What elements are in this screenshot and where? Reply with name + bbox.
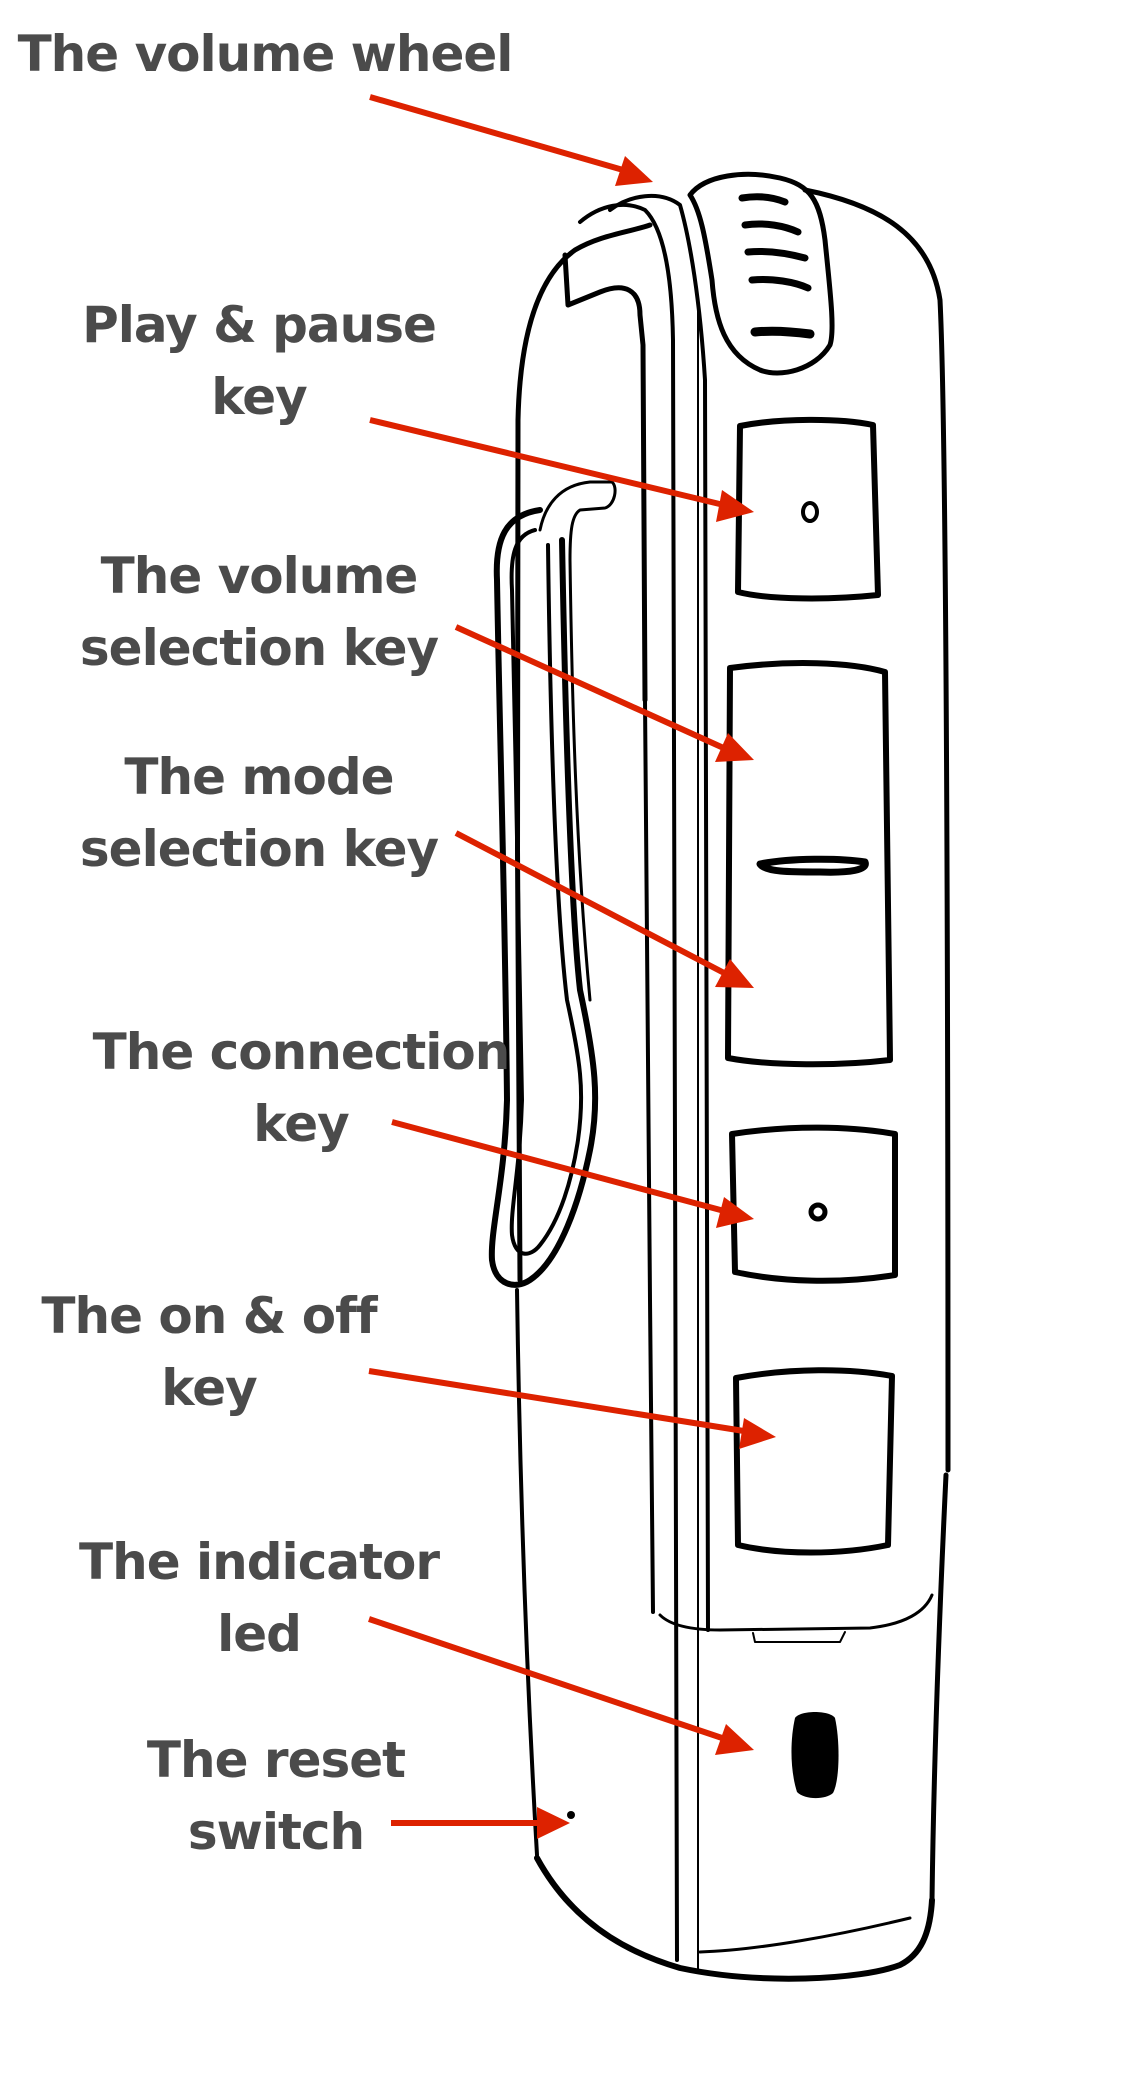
clip-hook xyxy=(538,480,617,1002)
panel-bottom-curve xyxy=(658,1593,934,1632)
label-line: The volume xyxy=(100,547,419,605)
volume-wheel xyxy=(687,171,835,376)
label-indicator-led: The indicator led xyxy=(79,1526,440,1670)
wheel-ridge-2 xyxy=(741,220,802,236)
mode-slot xyxy=(756,855,869,876)
arrow-indicator-led xyxy=(368,1616,754,1755)
label-line: selection key xyxy=(79,619,439,677)
label-volume-wheel: The volume wheel xyxy=(17,18,514,90)
belt-clip xyxy=(488,480,617,1288)
arrow-play-pause xyxy=(369,417,754,522)
panel-tab xyxy=(752,1631,846,1643)
clip-outer xyxy=(488,507,599,1288)
arrow-on-off xyxy=(368,1368,776,1449)
clip-inner xyxy=(509,528,584,1256)
label-line: Play & pause xyxy=(82,296,437,354)
label-line: key xyxy=(161,1359,257,1417)
wheel-ridge-4 xyxy=(748,276,812,292)
body-lower-right-edge xyxy=(929,1472,949,1903)
bottom-cover-line xyxy=(698,1916,912,1954)
arrow-connection xyxy=(391,1119,754,1228)
on-off-key-shape[interactable] xyxy=(733,1367,895,1556)
wheel-ridge-5 xyxy=(750,326,815,339)
clip-shoulder xyxy=(562,252,648,703)
label-volume-selection-key: The volume selection key xyxy=(79,540,439,684)
label-line: switch xyxy=(187,1803,365,1861)
play-pause-key-shape[interactable] xyxy=(735,416,881,602)
label-line: key xyxy=(253,1095,349,1153)
clip-back-line-2 xyxy=(578,202,679,1962)
arrow-mode-selection xyxy=(454,830,754,988)
label-line: selection key xyxy=(79,820,439,878)
label-line: The mode xyxy=(124,748,394,806)
arrow-volume-wheel xyxy=(369,94,653,186)
label-line: The indicator xyxy=(79,1533,440,1591)
arrow-reset-switch xyxy=(391,1807,570,1839)
label-line: The reset xyxy=(146,1731,406,1789)
body-left-edge xyxy=(514,222,653,1283)
label-line: The volume wheel xyxy=(17,25,514,83)
connection-dot xyxy=(808,1202,828,1222)
arrow-volume-selection xyxy=(454,624,754,762)
wheel-ridge-1 xyxy=(738,193,789,206)
connection-key-shape[interactable] xyxy=(729,1124,898,1284)
reset-switch-dot[interactable] xyxy=(567,1811,575,1819)
label-line: The on & off xyxy=(41,1287,377,1345)
wheel-ridge-3 xyxy=(744,248,809,262)
clip-back-line xyxy=(608,193,710,1632)
label-line: led xyxy=(217,1605,302,1663)
label-line: key xyxy=(211,368,307,426)
device-body xyxy=(514,187,951,1982)
body-bottom-edge xyxy=(534,1855,935,1982)
play-pause-dot xyxy=(801,501,819,523)
indicator-led-shape xyxy=(791,1712,839,1799)
label-connection-key: The connection key xyxy=(92,1016,511,1160)
label-reset-switch: The reset switch xyxy=(146,1724,406,1868)
volume-mode-key-shape[interactable] xyxy=(725,660,893,1068)
label-on-off-key: The on & off key xyxy=(41,1280,377,1424)
label-play-pause-key: Play & pause key xyxy=(82,289,437,433)
body-right-edge xyxy=(802,187,951,1473)
wheel-outline xyxy=(687,171,835,376)
body-lower-left-edge xyxy=(515,1288,539,1857)
label-line: The connection xyxy=(92,1023,511,1081)
label-mode-selection-key: The mode selection key xyxy=(79,741,439,885)
clip-panel-left xyxy=(643,698,655,1614)
callout-arrows xyxy=(368,94,776,1839)
